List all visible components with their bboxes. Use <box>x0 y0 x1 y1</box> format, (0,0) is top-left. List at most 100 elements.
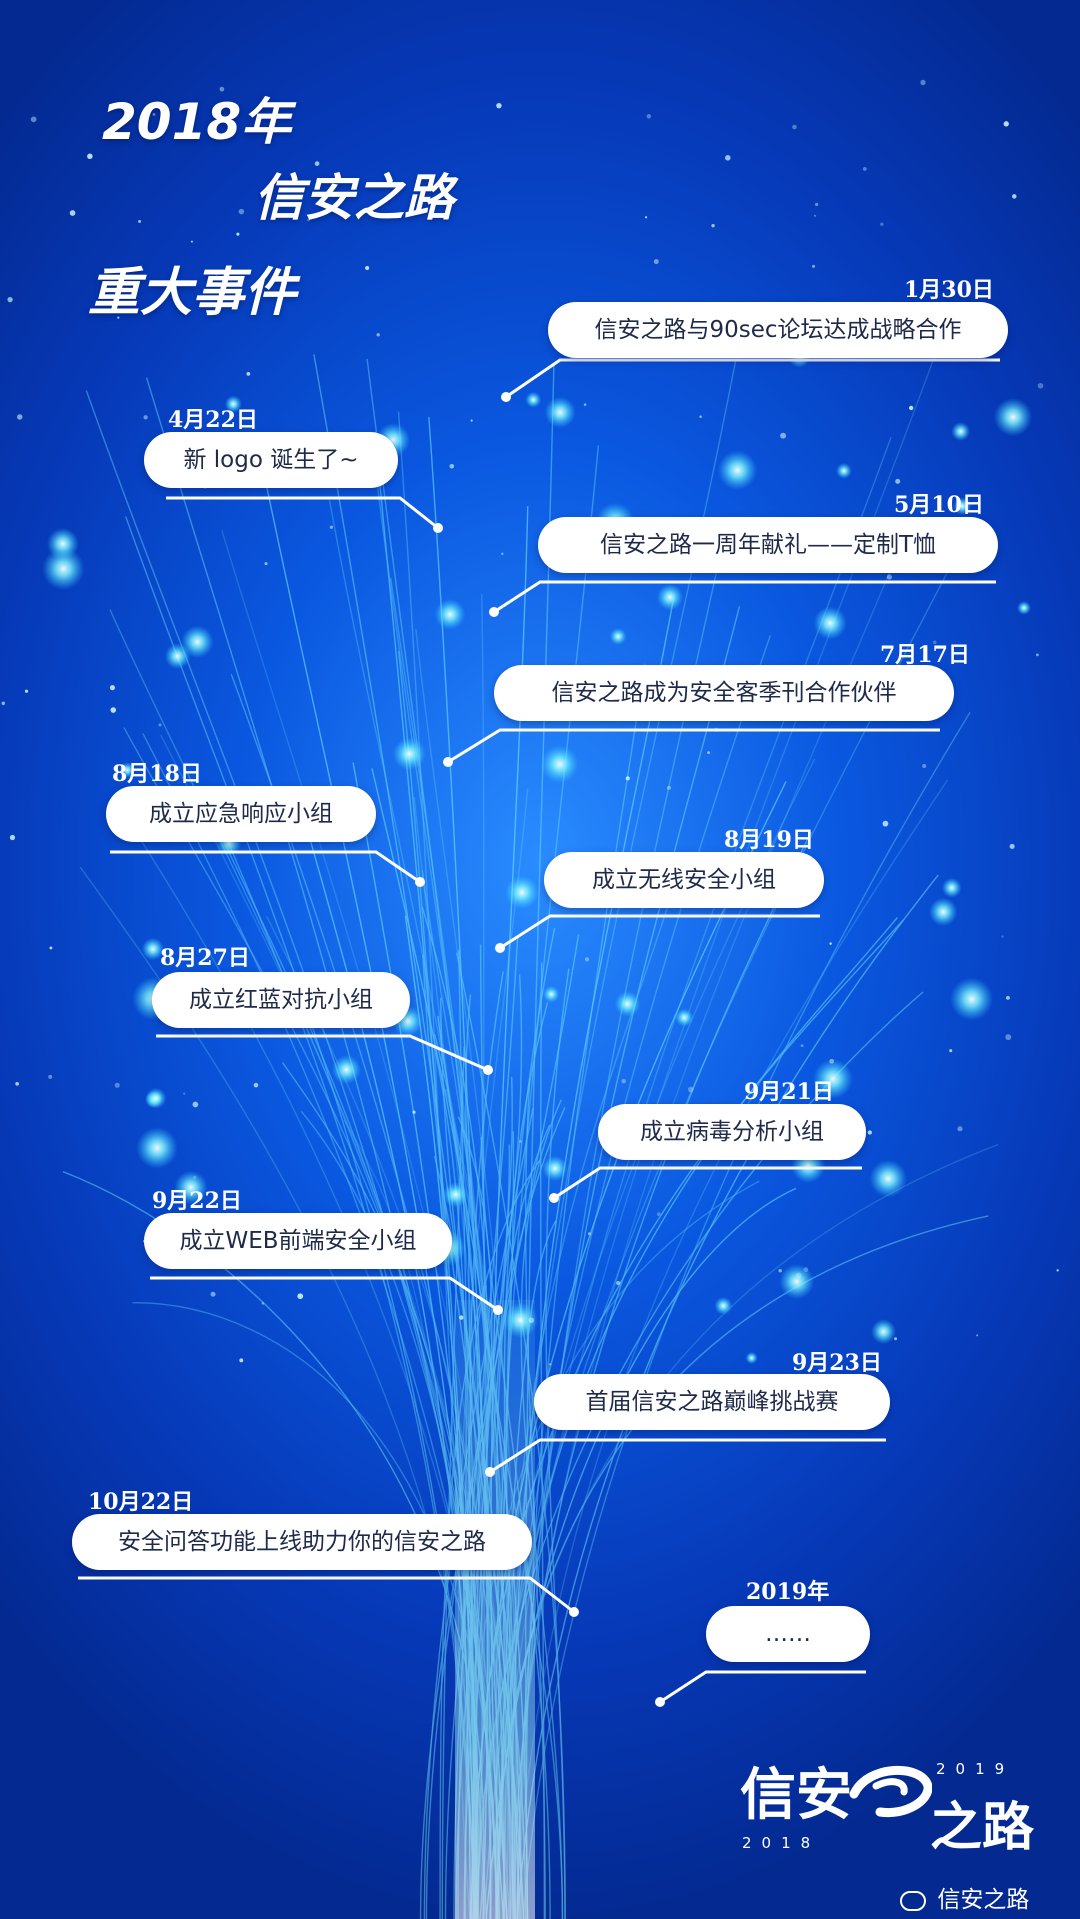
glow-node <box>392 737 426 771</box>
star-dot <box>109 685 115 691</box>
star-dot <box>646 114 652 119</box>
star-dot <box>621 1078 626 1084</box>
glow-node <box>181 625 214 659</box>
glow-node <box>745 1351 758 1365</box>
event-date: 8月18日 <box>112 761 202 787</box>
connector-line <box>489 1438 886 1474</box>
star-dot <box>1001 935 1004 938</box>
title-brand: 信安之路 <box>254 169 454 227</box>
glow-node <box>609 627 627 645</box>
star-dot <box>208 127 211 130</box>
connector-dot <box>485 1467 495 1477</box>
star-dot <box>238 208 245 215</box>
event-bubble: 信安之路成为安全客季刊合作伙伴 <box>494 665 954 721</box>
star-dot <box>711 223 715 228</box>
glow-node <box>871 1319 896 1345</box>
star-dot <box>800 1044 804 1048</box>
star-dot <box>17 414 23 420</box>
event-bubble: 首届信安之路巅峰挑战赛 <box>534 1374 890 1430</box>
star-dot <box>210 1291 216 1297</box>
title-events: 重大事件 <box>88 263 297 323</box>
star-dot <box>236 232 240 236</box>
star-dot <box>908 405 914 411</box>
connector-dot <box>655 1697 665 1707</box>
fiber-strand <box>516 874 939 1919</box>
star-dot <box>976 1334 979 1337</box>
glow-node <box>1017 600 1031 615</box>
star-dot <box>152 112 156 116</box>
event-date: 9月21日 <box>744 1079 834 1105</box>
connector-line <box>493 580 996 614</box>
star-dot <box>644 216 648 219</box>
glow-node <box>331 1055 362 1085</box>
star-dot <box>1012 194 1017 199</box>
event-date: 8月19日 <box>724 827 814 853</box>
glow-node <box>224 395 242 413</box>
glow-node <box>145 1087 167 1109</box>
star-dot <box>87 153 93 160</box>
star-dot <box>183 1092 186 1095</box>
star-dot <box>49 946 53 950</box>
star-dot <box>616 1280 621 1286</box>
star-dot <box>949 1049 953 1053</box>
connector-line <box>78 1576 575 1614</box>
glow-node <box>119 762 136 778</box>
star-dot <box>829 942 832 945</box>
event-bubble: …… <box>706 1606 870 1662</box>
fiber-strand <box>522 711 971 1919</box>
watermark-text: 信安之路 <box>937 1887 1030 1913</box>
event-date: 9月22日 <box>152 1188 242 1214</box>
star-dot <box>1003 121 1009 127</box>
event-date: 7月17日 <box>880 642 970 668</box>
star-dot <box>264 562 268 566</box>
star-dot <box>653 259 659 265</box>
star-dot <box>528 1317 535 1324</box>
star-dot <box>920 79 926 86</box>
star-dot <box>829 1058 835 1064</box>
event-bubble: 安全问答功能上线助力你的信安之路 <box>72 1514 532 1570</box>
glow-node <box>675 1008 694 1027</box>
star-dot <box>307 218 310 222</box>
star-dot <box>780 432 787 439</box>
glow-node <box>502 1302 539 1338</box>
star-dot <box>114 1082 120 1088</box>
star-dot <box>687 1086 694 1093</box>
star-dot <box>763 844 766 847</box>
star-dot <box>1006 996 1010 1000</box>
star-dot <box>813 214 816 217</box>
connector-dot <box>495 943 505 953</box>
glow-node <box>542 1155 568 1182</box>
glow-node <box>951 422 971 441</box>
connector-dot <box>433 523 443 533</box>
star-dot <box>30 116 37 123</box>
star-dot <box>48 1074 53 1079</box>
event-date: 4月22日 <box>168 407 258 433</box>
glow-node <box>950 977 994 1021</box>
glow-node <box>542 985 560 1003</box>
glow-node <box>540 745 579 784</box>
star-dot <box>656 1212 661 1216</box>
star-dot <box>867 1130 872 1135</box>
glow-node <box>656 584 684 611</box>
event-bubble: 信安之路一周年献礼——定制T恤 <box>538 517 998 573</box>
logo-year-bottom: 2018 <box>742 1834 821 1852</box>
star-dot <box>1005 1034 1012 1041</box>
connector-line <box>110 850 421 884</box>
glow-node <box>525 391 542 408</box>
star-dot <box>158 723 162 727</box>
glow-node <box>136 1127 178 1169</box>
star-dot <box>795 1272 802 1279</box>
event-date: 10月22日 <box>88 1489 194 1515</box>
glow-node <box>505 875 539 910</box>
star-dot <box>192 1101 199 1108</box>
star-dot <box>314 161 320 166</box>
connector-dot <box>493 1305 503 1315</box>
star-dot <box>814 202 819 207</box>
star-dot <box>329 525 334 529</box>
connector-line <box>505 358 1000 399</box>
connector-line <box>553 1166 862 1200</box>
fiber-strand <box>439 1160 541 1919</box>
glow-node <box>717 450 758 490</box>
star-dot <box>190 240 193 243</box>
event-date: 2019年 <box>746 1579 830 1605</box>
